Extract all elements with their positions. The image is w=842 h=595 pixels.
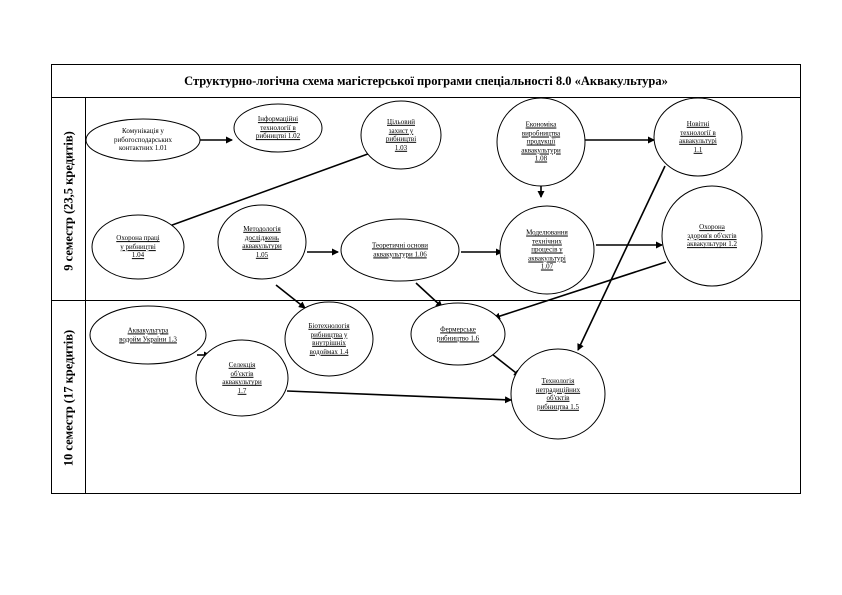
node-label-line: захист у — [388, 126, 414, 135]
node-ellipse-n103 — [360, 100, 442, 170]
node-label-line: об'єктів — [230, 369, 254, 378]
edge-arrow — [163, 150, 377, 230]
node-ellipse-n13 — [89, 305, 207, 365]
node-ellipse-n105 — [217, 204, 307, 280]
node-label-line: об'єктів — [546, 394, 570, 402]
node-label-line: 1.7 — [237, 386, 247, 395]
node-label-line: Селекція — [228, 360, 256, 369]
edge-arrow — [415, 282, 443, 308]
node-label-line: 1.05 — [255, 250, 269, 259]
node-ellipse-n16 — [410, 302, 506, 366]
edge-arrow — [275, 284, 306, 309]
node-ellipse-n15 — [510, 348, 606, 440]
node-ellipse-n102 — [233, 103, 323, 153]
node-label-line: Інформаційні — [257, 115, 299, 124]
node-label-line: виробництва — [521, 129, 561, 138]
node-ellipse-n11 — [653, 97, 743, 177]
node-ellipse-n12 — [661, 185, 763, 287]
node-label-line: Економіка — [525, 120, 557, 129]
node-label-line: 1.1 — [693, 145, 703, 154]
nodes-layer — [85, 97, 763, 440]
edges-layer — [163, 136, 667, 404]
node-label-line: Цільовий — [387, 117, 415, 126]
edge-arrow — [577, 165, 666, 351]
node-ellipse-n107 — [499, 205, 595, 295]
node-ellipse-n14 — [284, 301, 374, 377]
node-label-line: водойм України 1.3 — [119, 335, 177, 343]
node-label-line: аквакультури 1.06 — [373, 250, 427, 258]
node-label-line: продукції — [526, 137, 556, 146]
node-label-line: рибництві 1.02 — [255, 132, 301, 141]
node-label-line: 1.08 — [534, 154, 548, 163]
node-label-line: Методологія — [243, 224, 281, 233]
node-ellipse-n108 — [496, 97, 586, 187]
node-label-line: рибництві — [385, 135, 417, 143]
node-ellipse-n17 — [195, 339, 289, 417]
node-label-line: здоров'я об'єктів — [687, 231, 737, 240]
node-label-line: Фермерське — [440, 325, 476, 334]
node-label-line: Комунікація у — [122, 127, 164, 136]
node-ellipse-n104 — [91, 214, 185, 280]
node-label-line: аквакультурі — [528, 254, 566, 263]
node-label-line: Новітні — [686, 119, 710, 128]
node-label-line: аквакультурі — [679, 137, 717, 145]
node-label-line: Технологія — [541, 376, 575, 385]
node-label-line: Моделювання — [526, 228, 568, 237]
node-label-line: аквакультури — [222, 378, 262, 386]
node-label-line: 1.07 — [540, 262, 554, 271]
node-label-line: 1.03 — [394, 143, 408, 152]
semester-column — [52, 98, 86, 493]
node-label-line: Охорона праці — [116, 234, 160, 243]
node-label-line: досліджень — [244, 233, 280, 242]
node-label-line: технології в — [260, 123, 296, 132]
node-label-line: рибництва у — [310, 330, 348, 339]
node-label-line: рибництво 1.6 — [436, 334, 480, 342]
node-label-line: аквакультури — [242, 242, 282, 250]
node-label-line: аквакультури 1.2 — [687, 240, 737, 249]
node-label-line: Теоретичні основи — [371, 241, 429, 250]
node-label-line: Охорона — [699, 223, 725, 232]
node-label-line: внутрішніх — [312, 339, 346, 347]
node-label-line: аквакультури — [521, 146, 561, 155]
node-label-line: 1.04 — [131, 251, 145, 260]
node-label-line: процесів у — [531, 245, 563, 254]
node-label-line: Аквакультура — [127, 326, 169, 335]
node-label-line: технології в — [680, 128, 716, 137]
edge-arrow — [493, 261, 667, 320]
node-label-line: нетрадиційних — [535, 385, 581, 394]
node-label-line: у рибництві — [120, 242, 156, 251]
node-ellipse-n101 — [85, 118, 201, 162]
node-label-line: контактних 1.01 — [119, 144, 167, 153]
scheme-title: Структурно-логічна схема магістерської п… — [52, 65, 800, 98]
node-label-line: рибництва 1.5 — [537, 402, 579, 411]
semester-divider — [52, 300, 800, 301]
node-ellipse-n106 — [340, 218, 460, 282]
node-label-line: технічних — [532, 237, 562, 246]
node-label-line: водоймах 1.4 — [309, 347, 349, 356]
edge-arrow — [286, 390, 512, 404]
scheme-frame: Структурно-логічна схема магістерської п… — [51, 64, 801, 494]
node-label-line: Біотехнологія — [308, 321, 350, 330]
node-label-line: рибогосподарських — [114, 135, 172, 144]
